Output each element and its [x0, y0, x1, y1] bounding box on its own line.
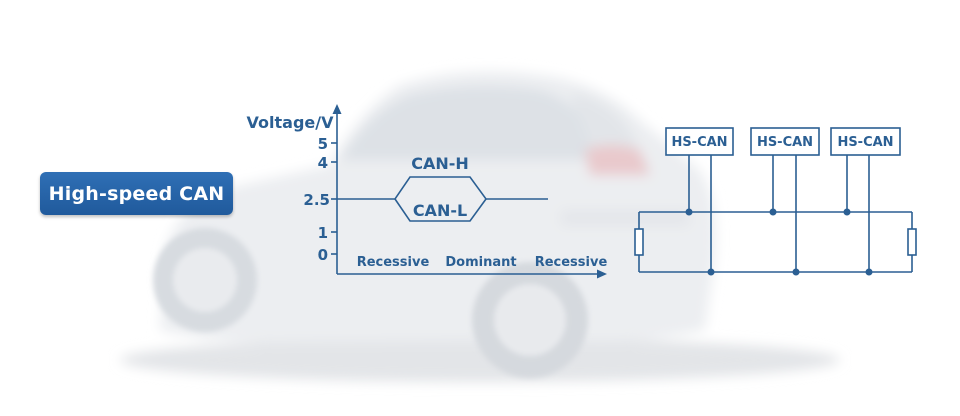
y-axis-label: Voltage/V — [247, 113, 335, 132]
junction-dot — [843, 208, 851, 216]
left-termination-resistor — [634, 228, 644, 256]
y-tick-label: 0 — [318, 246, 328, 264]
right-termination-resistor — [907, 228, 917, 256]
node-label: HS-CAN — [757, 135, 813, 150]
node-label: HS-CAN — [671, 135, 727, 150]
junction-dot — [707, 268, 715, 276]
junction-dot — [685, 208, 693, 216]
node-label: HS-CAN — [837, 135, 893, 150]
high-speed-can-badge: High-speed CAN — [40, 172, 233, 215]
can-l-waveform — [394, 198, 487, 222]
node-box-3 — [830, 127, 901, 156]
y-tick-label: 2.5 — [303, 191, 330, 209]
x-axis-arrow — [597, 269, 607, 279]
junction-dot — [865, 268, 873, 276]
node-box-2 — [750, 127, 820, 156]
can-l-label: CAN-L — [413, 201, 467, 220]
y-tick-label: 4 — [318, 154, 328, 172]
junction-dot — [792, 268, 800, 276]
can-h-label: CAN-H — [411, 154, 469, 173]
junction-dot — [769, 208, 777, 216]
badge-label: High-speed CAN — [48, 182, 225, 205]
y-axis-arrow — [332, 104, 342, 114]
state-label-recessive: Recessive — [357, 255, 430, 270]
node-box-1 — [665, 127, 734, 156]
state-label-dominant: Dominant — [445, 255, 516, 270]
state-label-recessive: Recessive — [535, 255, 608, 270]
y-tick-label: 5 — [318, 135, 328, 153]
y-tick-label: 1 — [318, 224, 328, 242]
can-h-waveform — [337, 176, 548, 200]
